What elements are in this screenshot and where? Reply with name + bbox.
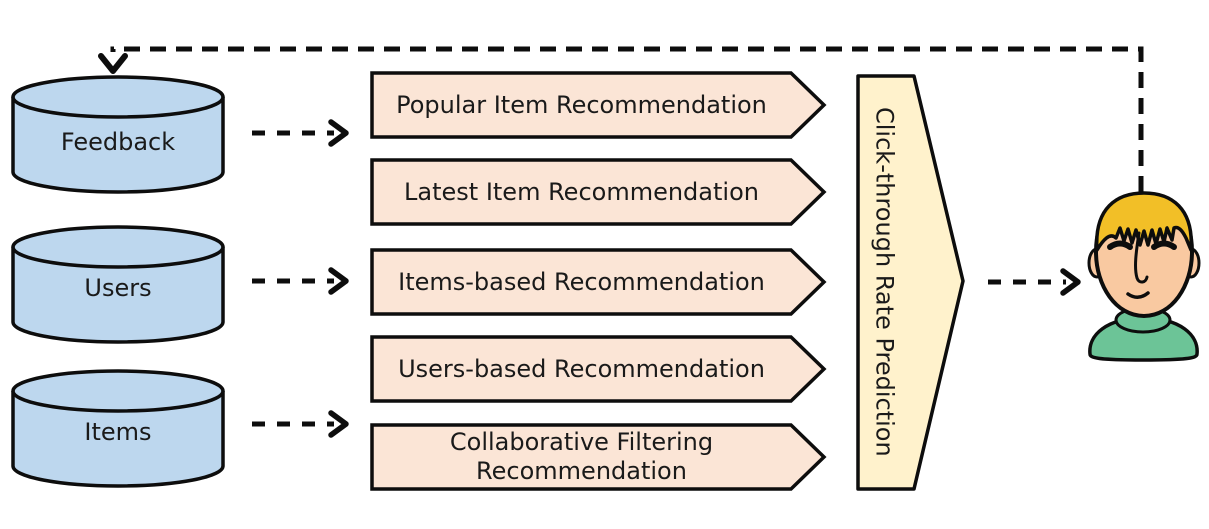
feedback-loop-dashed-line (110, 46, 1144, 192)
database-cylinder-feedback (11, 75, 225, 194)
arrow-users-to-processes (252, 267, 349, 295)
arrowhead-icon (328, 119, 349, 147)
process-banner-latest (370, 158, 827, 226)
cylinder-body (11, 391, 225, 488)
user-face-icon (1087, 191, 1201, 362)
process-banner-users-based (370, 335, 827, 403)
user-eye-left (1107, 240, 1133, 250)
arrow-ctr-to-user (988, 268, 1081, 296)
user-mouth (1126, 291, 1150, 299)
user-eye-right (1151, 240, 1177, 250)
cylinder-lid (11, 225, 225, 269)
arrowhead-icon (328, 410, 349, 438)
ctr-prediction-pentagon (856, 74, 965, 491)
process-banner-collaborative (370, 423, 827, 491)
process-banner-popular (370, 71, 827, 139)
process-banner-items-based (370, 248, 827, 316)
user-nose (1134, 231, 1149, 284)
database-cylinder-users (11, 225, 225, 344)
database-cylinder-items (11, 369, 225, 488)
arrowhead-icon (328, 267, 349, 295)
user-shirt (1088, 316, 1199, 362)
arrow-items-to-processes (252, 410, 349, 438)
feedback-loop-connector (98, 46, 1144, 192)
cylinder-lid (11, 75, 225, 119)
arrow-feedback-to-processes (252, 119, 349, 147)
arrowhead-icon (1060, 268, 1081, 296)
cylinder-body (11, 247, 225, 344)
cylinder-lid (11, 369, 225, 413)
user-hair (1095, 191, 1193, 252)
feedback-loop-arrowhead-icon (98, 53, 128, 74)
cylinder-body (11, 97, 225, 194)
